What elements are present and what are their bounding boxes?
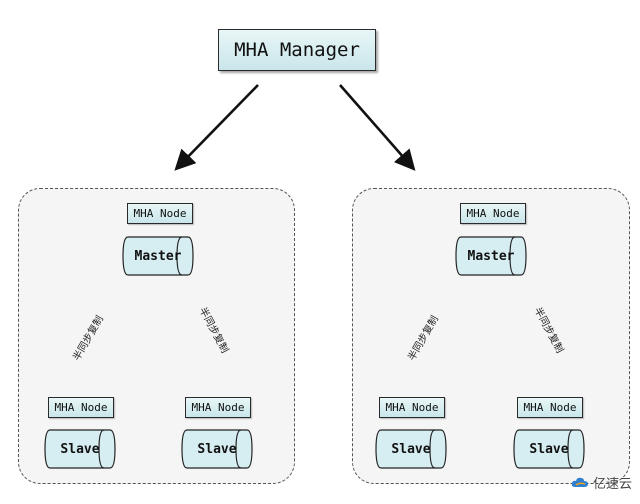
right-slave1-node-label: MHA Node	[385, 401, 439, 414]
left-slave2-db: Slave	[181, 429, 253, 469]
right-slave1-node-label-box: MHA Node	[379, 397, 445, 418]
mha-manager-box: MHA Manager	[218, 29, 376, 71]
right-slave2-db-label: Slave	[529, 441, 569, 457]
cloud-logo-icon	[571, 477, 588, 487]
left-slave2-db-label: Slave	[197, 441, 237, 457]
right-slave1-db: Slave	[375, 429, 447, 469]
manager-to-left-group-arrow	[174, 84, 259, 171]
left-slave2-node-label: MHA Node	[191, 401, 245, 414]
left-master-node-label-box: MHA Node	[127, 203, 193, 224]
database-cylinder-icon	[181, 429, 253, 469]
right-slave1-db-label: Slave	[391, 441, 431, 457]
left-slave1-node-label-box: MHA Node	[48, 397, 114, 418]
right-master-node-label: MHA Node	[466, 207, 520, 220]
right-slave2-db: Slave	[513, 429, 585, 469]
database-cylinder-icon	[513, 429, 585, 469]
left-master-db-label: Master	[134, 248, 182, 264]
left-slave1-db-label: Slave	[60, 441, 100, 457]
manager-to-right-group-arrow	[339, 84, 416, 171]
right-master-node-label-box: MHA Node	[460, 203, 526, 224]
database-cylinder-icon	[122, 236, 194, 276]
mha-manager-label: MHA Manager	[234, 39, 360, 61]
database-cylinder-icon	[375, 429, 447, 469]
left-slave1-node-label: MHA Node	[54, 401, 108, 414]
left-slave2-node-label-box: MHA Node	[185, 397, 251, 418]
right-master-db-label: Master	[467, 248, 515, 264]
right-master-db: Master	[455, 236, 527, 276]
left-master-db: Master	[122, 236, 194, 276]
right-slave2-node-label-box: MHA Node	[517, 397, 583, 418]
watermark: 亿速云	[571, 473, 632, 492]
right-slave2-node-label: MHA Node	[523, 401, 577, 414]
database-cylinder-icon	[44, 429, 116, 469]
left-master-node-label: MHA Node	[133, 207, 187, 220]
database-cylinder-icon	[455, 236, 527, 276]
watermark-text: 亿速云	[592, 477, 632, 492]
left-slave1-db: Slave	[44, 429, 116, 469]
